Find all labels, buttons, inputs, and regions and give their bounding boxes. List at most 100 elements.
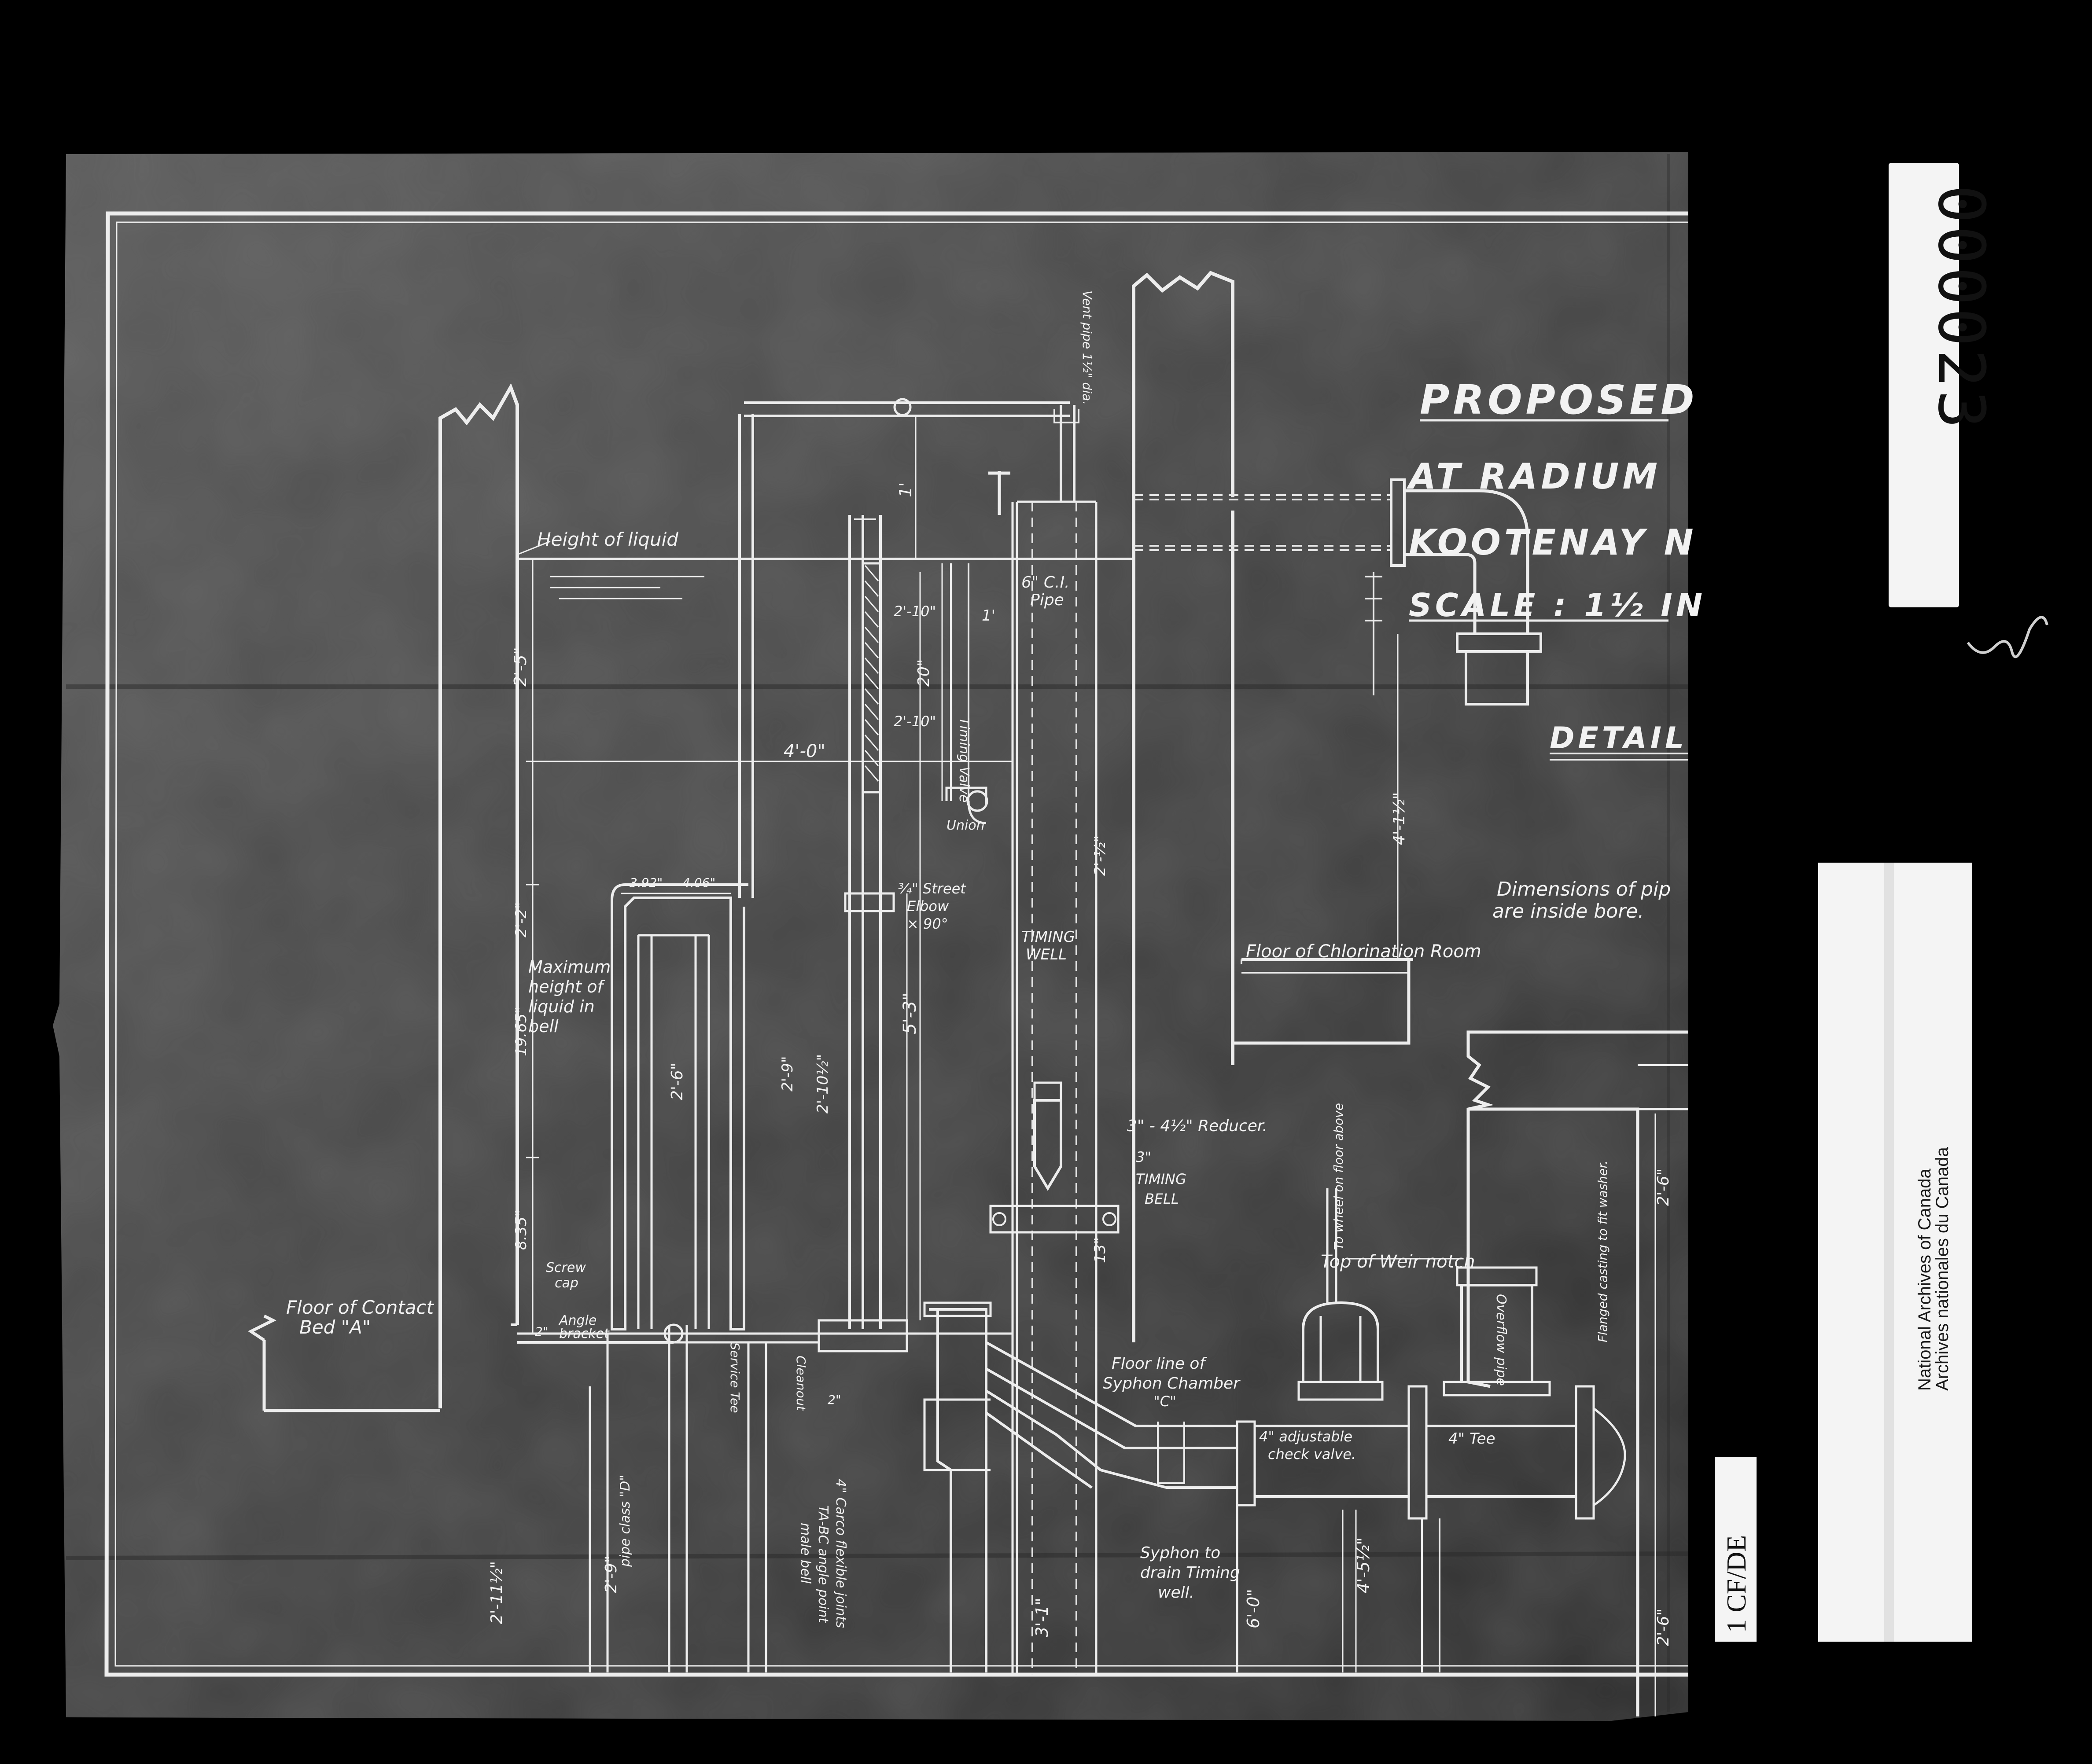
dim-2-9: 2'-9" xyxy=(779,1056,796,1091)
label-height-of-liquid: Height of liquid xyxy=(537,529,678,550)
frame-number: 000023 xyxy=(1924,185,1998,431)
blueprint-sheet xyxy=(53,152,1689,1721)
archive-label: National Archives of Canada Archives nat… xyxy=(1818,863,1972,1642)
dim-2-6c: 2'-6" xyxy=(1654,1609,1672,1646)
dimension-lines xyxy=(526,415,1656,1716)
archive-name-en: National Archives of Canada xyxy=(1915,1169,1934,1391)
dim-13: 13" xyxy=(1091,1237,1109,1263)
label-check-valve-1: 4" adjustable xyxy=(1259,1428,1352,1445)
label-screw-cap-2: cap xyxy=(555,1275,578,1291)
label-ci-pipe-2: Pipe xyxy=(1030,591,1064,609)
tee-fitting xyxy=(1236,1266,1626,1672)
inlet-pipe xyxy=(1134,478,1542,706)
dim-6-0: 6'-0" xyxy=(1244,1589,1263,1628)
check-valve xyxy=(1255,1188,1428,1520)
label-screw-cap-1: Screw xyxy=(546,1260,586,1275)
label-floor-chlorination: Floor of Chlorination Room xyxy=(1246,941,1481,962)
siphon-assembly xyxy=(738,398,1079,1329)
label-floor-syphon-3: "C" xyxy=(1153,1393,1176,1410)
label-max-height-3: liquid in xyxy=(528,997,595,1016)
label-street-elbow-2: Elbow xyxy=(907,898,949,915)
title-block: PROPOSED AT RADIUM KOOTENAY N SCALE : 1½… xyxy=(1406,376,1706,922)
label-max-height-2: height of xyxy=(528,977,605,996)
dim-2-6: 2'-6" xyxy=(668,1063,686,1100)
label-timing-well-1: TIMING xyxy=(1021,928,1075,946)
dim-2-10b: 2'-10" xyxy=(894,713,936,730)
label-floor-contact-1: Floor of Contact xyxy=(286,1297,435,1318)
label-flanged: Flanged casting to fit washer. xyxy=(1595,1161,1610,1342)
dimensions-note-1: Dimensions of pip xyxy=(1497,878,1671,900)
dim-1b: 1' xyxy=(982,607,995,625)
label-reducer: 3" - 4½" Reducer. xyxy=(1127,1117,1267,1135)
bell-base xyxy=(517,1319,1013,1672)
dim-2-12: 2'-½" xyxy=(1091,835,1109,876)
label-ci-pipe-1: 6" C.I. xyxy=(1021,573,1070,592)
dimension-labels: 1' 2'-5" 4'-0" 20" 2'-10" 2'-10" 1' 3.92… xyxy=(488,290,1672,1646)
frame-counter: 000023 xyxy=(1889,163,2048,658)
label-check-valve-2: check valve. xyxy=(1268,1446,1356,1463)
label-floor-syphon-2: Syphon Chamber xyxy=(1103,1374,1241,1393)
reference-tab: 1 CF/DE xyxy=(1715,1457,1757,1642)
label-timing-valve: Timing Valve xyxy=(956,717,972,802)
dim-2b: 2" xyxy=(828,1393,841,1407)
label-floor-syphon-1: Floor line of xyxy=(1112,1355,1207,1373)
title-line-3: KOOTENAY N xyxy=(1409,522,1697,563)
label-timing-bell-3: BELL xyxy=(1145,1191,1179,1207)
dim-5-3: 5'-3" xyxy=(900,992,920,1034)
reference-number: 1 CF/DE xyxy=(1722,1535,1752,1633)
dim-2-10c: 2'-10½" xyxy=(814,1054,832,1114)
dim-1965: 19.65" xyxy=(512,1007,530,1056)
timing-well xyxy=(989,500,1120,1675)
title-line-4: SCALE : 1½ IN xyxy=(1409,587,1706,624)
label-timing-well-2: WELL xyxy=(1026,946,1067,963)
dim-4-0: 4'-0" xyxy=(784,741,825,761)
dim-2-6b: 2'-6" xyxy=(1654,1169,1672,1206)
label-street-elbow-3: × 90° xyxy=(907,915,948,932)
detail-heading: DETAIL xyxy=(1550,721,1687,756)
label-street-elbow-1: ¾" Street xyxy=(898,880,966,897)
label-flexible-joints-3: male bell xyxy=(798,1523,813,1584)
dim-vent: Vent pipe 1½" dia. xyxy=(1080,290,1094,405)
label-timing-bell-1: 3" xyxy=(1136,1149,1151,1165)
dim-3-1: 3'-1" xyxy=(1032,1598,1052,1637)
drawing-border xyxy=(104,211,1688,1677)
label-timing-bell-2: TIMING xyxy=(1136,1171,1186,1187)
label-union: Union xyxy=(947,818,985,833)
label-to-wheel: To wheel on floor above xyxy=(1331,1103,1346,1250)
label-flexible-joints-2: TA-BC angle point xyxy=(815,1505,831,1623)
outlet-pipe xyxy=(923,1301,1256,1672)
label-overflow: Overflow pipe xyxy=(1493,1294,1509,1386)
label-angle-1: Angle xyxy=(558,1313,597,1328)
wall-center xyxy=(1132,271,1413,1342)
wall-right xyxy=(1466,1030,1688,1716)
dim-2-2: 2'-2" xyxy=(512,902,530,937)
label-tee: 4" Tee xyxy=(1448,1430,1495,1448)
drawing-labels: Height of liquid Maximum height of liqui… xyxy=(286,529,1610,1628)
label-max-height-4: bell xyxy=(528,1017,559,1036)
dim-2-10a: 2'-10" xyxy=(894,603,936,620)
dim-1a: 1' xyxy=(896,482,915,497)
label-syphon-drain-2: drain Timing xyxy=(1140,1564,1240,1582)
title-line-1: PROPOSED xyxy=(1420,376,1698,423)
label-syphon-drain-3: well. xyxy=(1158,1584,1194,1602)
label-flexible-joints-1: 4" Carco flexible joints xyxy=(833,1479,848,1628)
label-pipe-class: pipe class "D" xyxy=(618,1475,633,1567)
archive-name-fr: Archives nationales du Canada xyxy=(1933,1147,1952,1391)
dim-835: 8.35" xyxy=(512,1210,530,1250)
label-floor-contact-2: Bed "A" xyxy=(299,1316,371,1338)
label-top-weir: Top of Weir notch xyxy=(1321,1252,1475,1272)
label-max-height-1: Maximum xyxy=(528,957,611,977)
label-syphon-drain-1: Syphon to xyxy=(1140,1544,1220,1562)
dim-2-11: 2'-11½" xyxy=(488,1561,506,1624)
dim-4-12: 4'-1½" xyxy=(1390,792,1408,845)
dim-2-5: 2'-5" xyxy=(511,647,530,687)
dimensions-note-2: are inside bore. xyxy=(1492,900,1644,922)
dim-4-5: 4'-5½" xyxy=(1354,1537,1373,1593)
dim-2-9b: 2'-9" xyxy=(602,1556,620,1593)
dosing-tank xyxy=(517,540,1134,1330)
label-angle-2: bracket xyxy=(559,1326,610,1341)
dim-392: 3.92" xyxy=(630,875,663,890)
dim-2: 2" xyxy=(535,1324,549,1339)
dim-406: 4.06" xyxy=(682,875,715,890)
